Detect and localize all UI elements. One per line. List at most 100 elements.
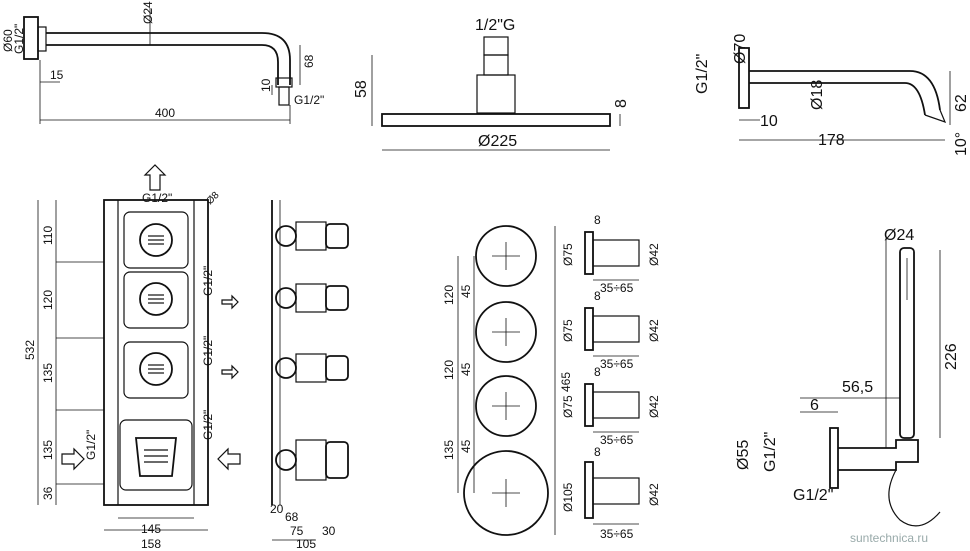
plates-135-label: 135 bbox=[442, 440, 456, 460]
side-75-label: 75 bbox=[290, 524, 304, 538]
head-thread-label: 1/2"G bbox=[475, 17, 515, 34]
arm-15-label: 15 bbox=[50, 68, 64, 82]
body-frame bbox=[103, 199, 209, 506]
valve-1 bbox=[123, 211, 189, 269]
arm-dia-flange-label: Ø60 bbox=[1, 29, 15, 52]
dia-8-label: Ø8 bbox=[204, 190, 222, 208]
side-20-label: 20 bbox=[270, 502, 284, 516]
side-30-label: 30 bbox=[322, 524, 336, 538]
plates-total-label: 465 bbox=[559, 372, 573, 392]
hand-shower-drawing: Ø24 226 56,5 6 Ø55 G1/2" G1/2" bbox=[735, 227, 960, 527]
right-inlet-arrow-icon bbox=[217, 447, 241, 471]
spout-thread-label: G1/2" bbox=[694, 54, 711, 94]
svg-text:Ø75: Ø75 bbox=[561, 243, 575, 266]
head-top-fitting bbox=[483, 36, 509, 56]
arm-tube-top bbox=[46, 32, 291, 85]
arm-drop-label: 68 bbox=[302, 54, 316, 68]
spout-angle-label: 10° bbox=[953, 132, 970, 156]
side-thread-3-label: G1/2" bbox=[201, 410, 215, 440]
outlet-arrow-2-icon bbox=[221, 364, 239, 380]
handle-4: 8 Ø105 Ø42 35÷65 bbox=[561, 445, 661, 541]
shower-head-drawing: 1/2"G 58 8 Ø225 bbox=[353, 17, 630, 151]
plates-120a-label: 120 bbox=[442, 285, 456, 305]
valve-4-body bbox=[119, 419, 193, 491]
side-valve-4 bbox=[275, 439, 349, 481]
valve-2-cartridge bbox=[139, 282, 173, 316]
head-joint bbox=[476, 74, 516, 114]
svg-text:Ø42: Ø42 bbox=[647, 483, 661, 506]
hand-shower-handle bbox=[899, 247, 915, 439]
hand-6-label: 6 bbox=[810, 397, 819, 414]
svg-text:35÷65: 35÷65 bbox=[600, 357, 634, 371]
valve-2 bbox=[123, 271, 189, 329]
hand-shower-flange bbox=[829, 427, 839, 489]
svg-text:Ø42: Ø42 bbox=[647, 395, 661, 418]
concealed-body-side: 20 68 75 30 105 bbox=[270, 200, 349, 551]
spout-top bbox=[749, 70, 941, 111]
spout-dia-tube-label: Ø18 bbox=[809, 80, 826, 110]
plate-2 bbox=[475, 301, 537, 363]
dim-110-label: 110 bbox=[41, 226, 55, 245]
side-68-label: 68 bbox=[285, 510, 299, 524]
side-valve-1 bbox=[275, 221, 349, 251]
svg-text:Ø75: Ø75 bbox=[561, 319, 575, 342]
svg-text:8: 8 bbox=[594, 445, 601, 459]
hand-offset-label: 56,5 bbox=[842, 379, 873, 396]
plates-45c-label: 45 bbox=[459, 439, 473, 453]
plate-1 bbox=[475, 225, 537, 287]
left-inlet-arrow-icon bbox=[61, 447, 85, 471]
side-valve-2 bbox=[275, 283, 349, 313]
spout-drawing: G1/2" Ø70 Ø18 10 178 62 10° bbox=[694, 34, 970, 156]
dim-120-label: 120 bbox=[41, 290, 55, 310]
svg-text:35÷65: 35÷65 bbox=[600, 527, 634, 541]
width-158-label: 158 bbox=[141, 537, 161, 551]
hand-dia-flange-label: Ø55 bbox=[735, 440, 752, 470]
svg-text:8: 8 bbox=[594, 289, 601, 303]
svg-text:Ø42: Ø42 bbox=[647, 243, 661, 266]
width-145-label: 145 bbox=[141, 522, 161, 536]
valve-1-body bbox=[123, 211, 189, 269]
plate-4 bbox=[463, 450, 549, 536]
spout-length-label: 178 bbox=[818, 132, 845, 149]
watermark: suntechnica.ru bbox=[850, 531, 928, 545]
svg-text:Ø75: Ø75 bbox=[561, 395, 575, 418]
svg-text:Ø42: Ø42 bbox=[647, 319, 661, 342]
valve-1-cartridge bbox=[139, 223, 173, 257]
outlet-arrow-1-icon bbox=[221, 294, 239, 310]
concealed-body-front: 110 120 135 135 36 532 G1/2" Ø8 G1/2" G1… bbox=[23, 164, 241, 551]
valve-3 bbox=[123, 341, 189, 399]
plate-3 bbox=[475, 375, 537, 437]
svg-text:35÷65: 35÷65 bbox=[600, 433, 634, 447]
spout-height-label: 62 bbox=[953, 94, 970, 112]
hand-dia-label: Ø24 bbox=[884, 227, 914, 244]
side-thread-2-label: G1/2" bbox=[201, 336, 215, 366]
arm-flange bbox=[23, 16, 39, 60]
side-valve-3 bbox=[275, 353, 349, 383]
valve-3-cartridge bbox=[139, 352, 173, 386]
head-height-label: 58 bbox=[353, 80, 370, 98]
spout-flange bbox=[738, 47, 750, 109]
left-thread-label: G1/2" bbox=[84, 430, 98, 460]
head-plate bbox=[381, 113, 611, 127]
svg-text:Ø105: Ø105 bbox=[561, 482, 575, 512]
valve-4-cartridge bbox=[135, 437, 177, 477]
cover-plates-drawing: 120 45 120 45 135 45 465 bbox=[442, 225, 573, 536]
spout-dia-flange-label: Ø70 bbox=[732, 34, 749, 64]
head-nut bbox=[483, 54, 509, 76]
arm-flange-neck bbox=[37, 26, 47, 52]
valve-3-body bbox=[123, 341, 189, 399]
spout-10-label: 10 bbox=[760, 113, 778, 130]
arm-outlet-thread-label: G1/2" bbox=[294, 93, 324, 107]
arm-dia-tube-label: Ø24 bbox=[141, 1, 155, 24]
arm-length-label: 400 bbox=[155, 106, 175, 120]
plates-120b-label: 120 bbox=[442, 360, 456, 380]
handle-3: 8 Ø75 Ø42 35÷65 bbox=[561, 365, 661, 447]
hand-thread-label: G1/2" bbox=[762, 432, 779, 472]
body-total-label: 532 bbox=[23, 340, 37, 360]
svg-text:8: 8 bbox=[594, 365, 601, 379]
plates-45b-label: 45 bbox=[459, 362, 473, 376]
arm-10-label: 10 bbox=[259, 78, 273, 92]
arm-outlet bbox=[278, 86, 290, 106]
handle-2: 8 Ø75 Ø42 35÷65 bbox=[561, 289, 661, 371]
